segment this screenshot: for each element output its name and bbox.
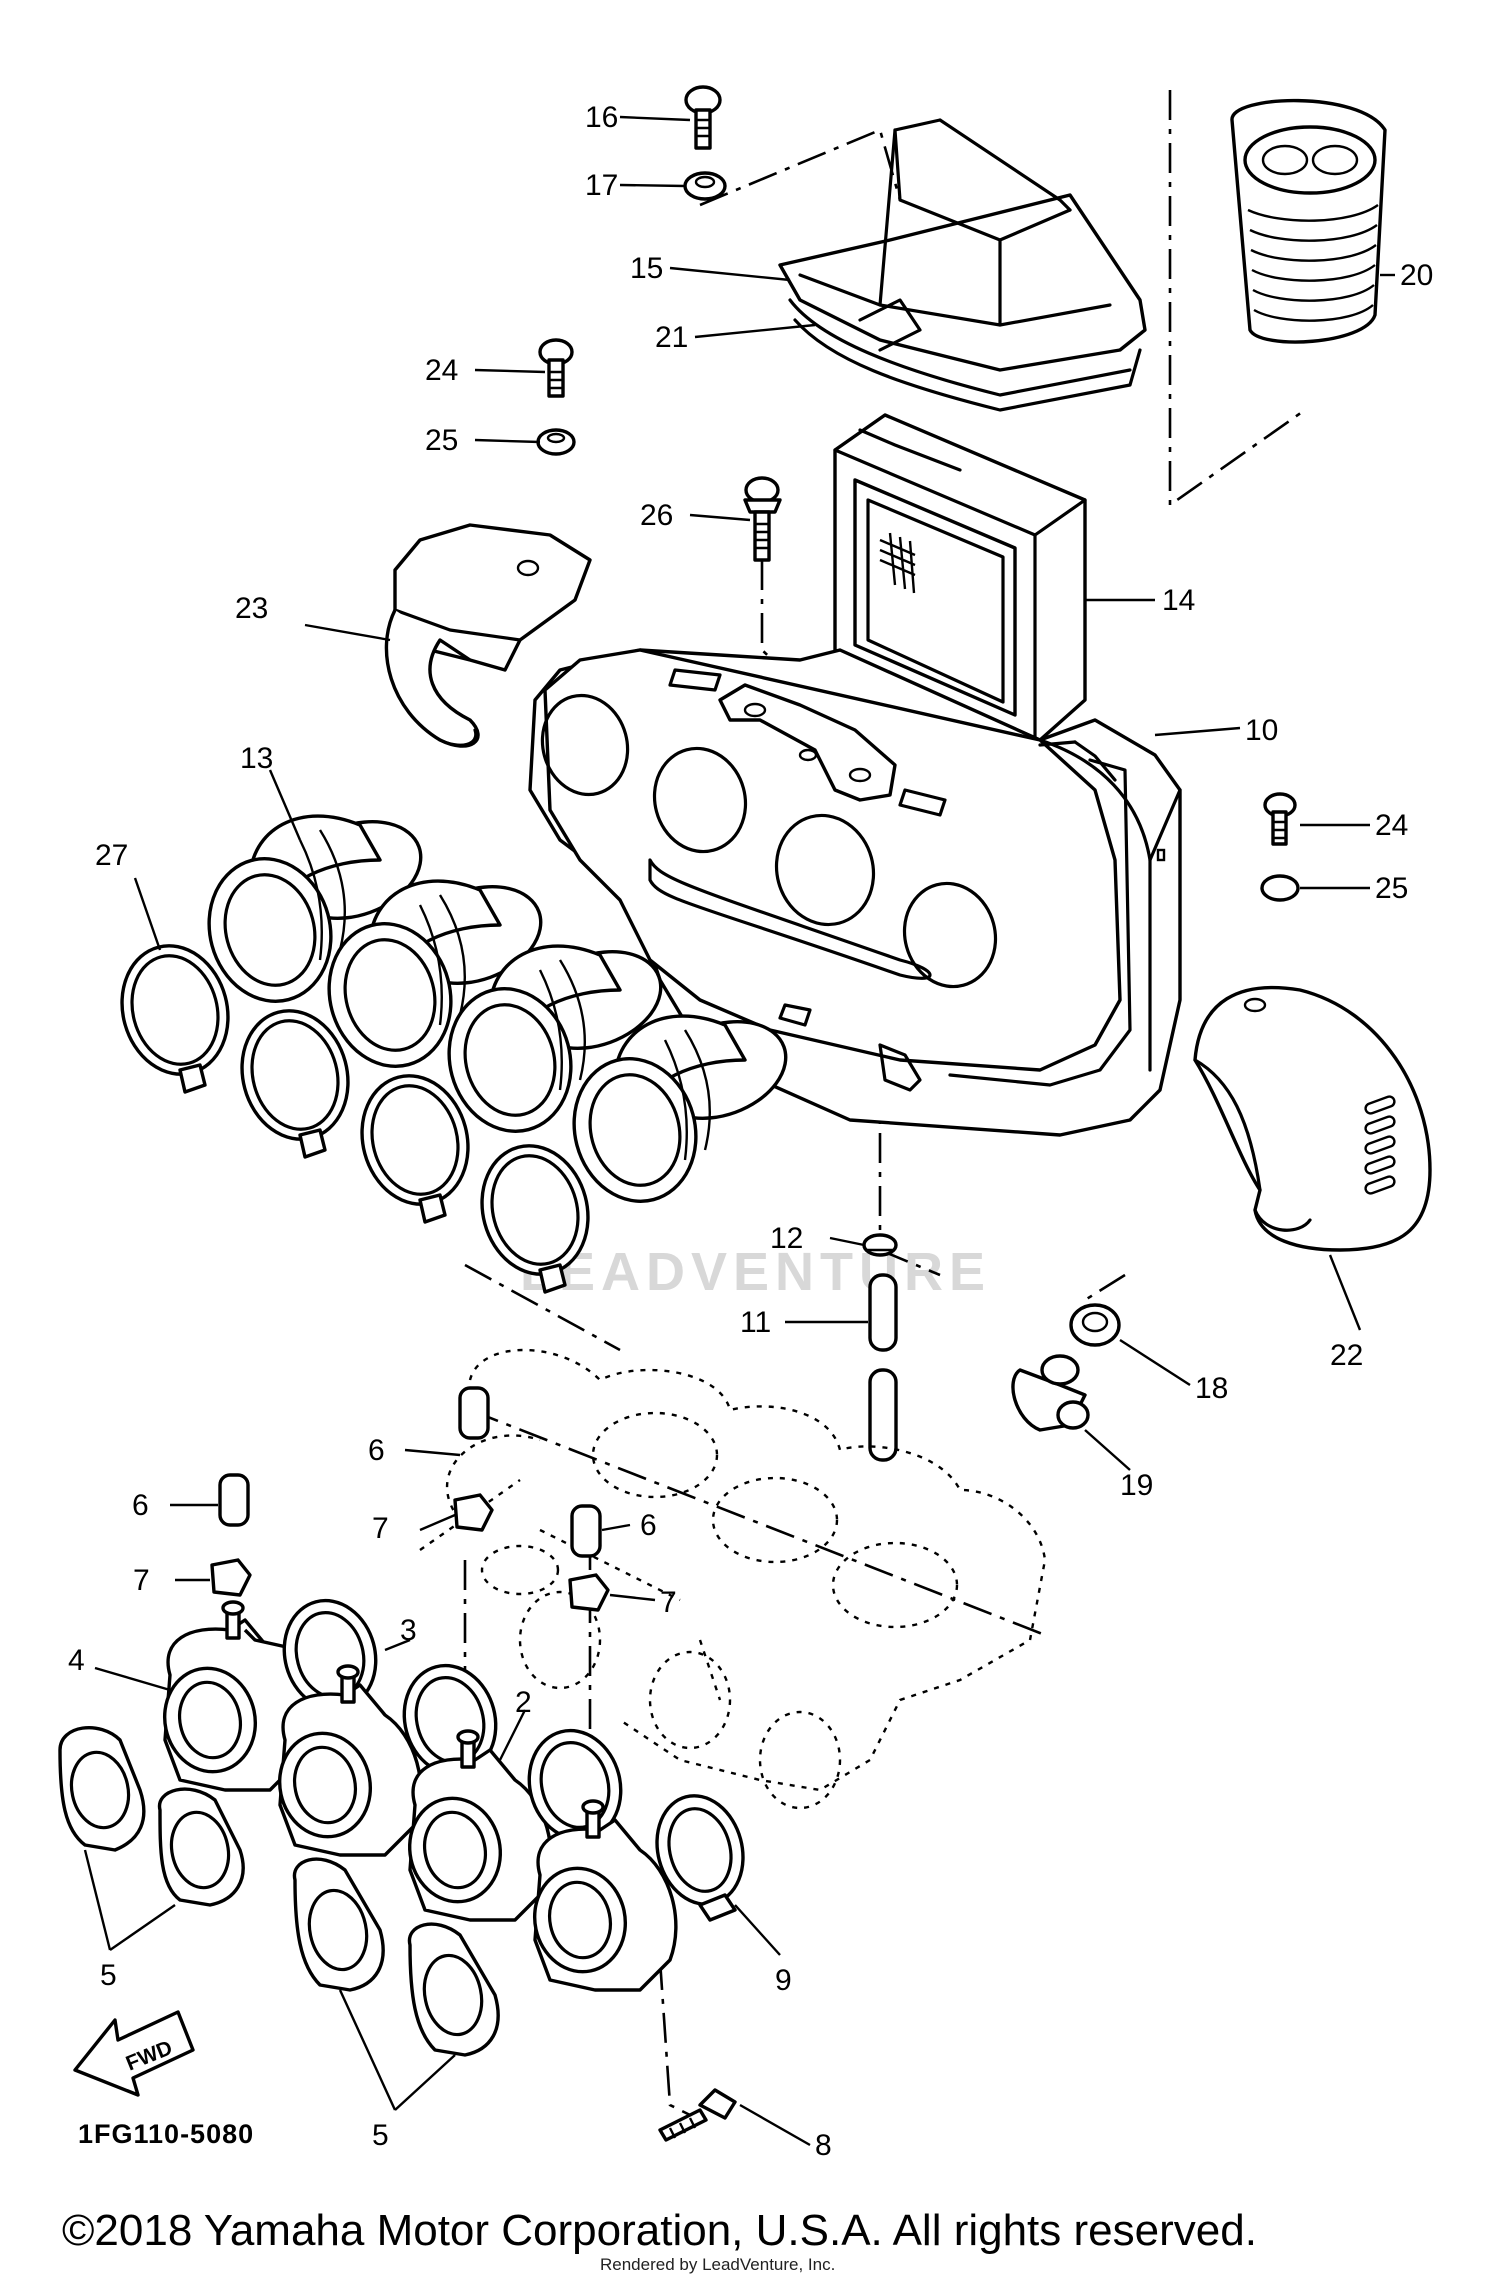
fwd-arrow: FWD [73,2010,195,2097]
callout-24-upper: 24 [425,354,458,387]
callout-5-left: 5 [100,1959,117,1992]
air-filter-element-14 [833,413,1087,742]
leader-lines [83,115,1395,2147]
grommet-18 [1069,1303,1121,1347]
callout-3: 3 [400,1614,417,1647]
callout-6-right: 6 [640,1509,657,1542]
callout-24-right: 24 [1375,809,1408,842]
callout-7-top: 7 [372,1512,389,1545]
engine-outline [419,1348,1047,1810]
callout-12: 12 [770,1222,803,1255]
callout-7-right: 7 [660,1586,677,1619]
side-cover-23 [384,523,592,748]
gaskets-5 [58,1725,500,2057]
watermark: LEADVENTURE [520,1242,991,1302]
callout-25-right: 25 [1375,872,1408,905]
air-intake-duct [778,118,1147,412]
clamps-27 [120,944,590,1294]
carb-joints-13 [207,814,788,1203]
callout-5-bottom: 5 [372,2119,389,2152]
drain-plug-12 [862,1233,898,1257]
drain-hose-11 [868,1273,898,1462]
grommet-25-right [1260,874,1300,902]
bolt-24-upper [538,338,574,398]
callout-6-top: 6 [368,1434,385,1467]
intake-manifolds [162,1598,745,1992]
callout-19: 19 [1120,1469,1153,1502]
screw-8 [658,2088,737,2142]
bolt-24-right [1263,792,1297,846]
callout-14: 14 [1162,584,1195,617]
callout-26: 26 [640,499,673,532]
callout-8: 8 [815,2129,832,2162]
callout-7-left: 7 [133,1564,150,1597]
callout-25-upper: 25 [425,424,458,457]
bolt-26 [743,476,782,562]
callout-23: 23 [235,592,268,625]
callout-11: 11 [740,1306,771,1339]
callout-9: 9 [775,1964,792,1997]
callout-13: 13 [240,742,273,775]
callout-2: 2 [515,1686,532,1719]
rendered-by-note: Rendered by LeadVenture, Inc. [600,2255,835,2274]
clips-7 [210,1493,610,1612]
bolt-16 [684,85,722,150]
callout-22: 22 [1330,1339,1363,1372]
caps-6 [218,1386,602,1558]
intake-boot-20 [1230,98,1387,344]
grommet-17 [683,171,727,201]
callout-20: 20 [1400,259,1433,292]
callout-18: 18 [1195,1372,1228,1405]
elbow-19 [1011,1354,1090,1432]
callout-10: 10 [1245,714,1278,747]
callout-27: 27 [95,839,128,872]
side-cover-22 [1193,985,1432,1252]
callout-16: 16 [585,101,618,134]
copyright-notice: ©2018 Yamaha Motor Corporation, U.S.A. A… [62,2206,1257,2255]
callout-4: 4 [68,1644,85,1677]
callout-17: 17 [585,169,618,202]
callout-15: 15 [630,252,663,285]
diagram-code: 1FG110-5080 [78,2119,254,2149]
air-box-10 [528,648,1182,1137]
grommet-25-upper [536,428,576,456]
callout-6-left: 6 [132,1489,149,1522]
callout-21: 21 [655,321,688,354]
callout-labels: 16 17 15 21 20 24 25 26 14 23 10 13 27 2… [68,101,1433,2162]
